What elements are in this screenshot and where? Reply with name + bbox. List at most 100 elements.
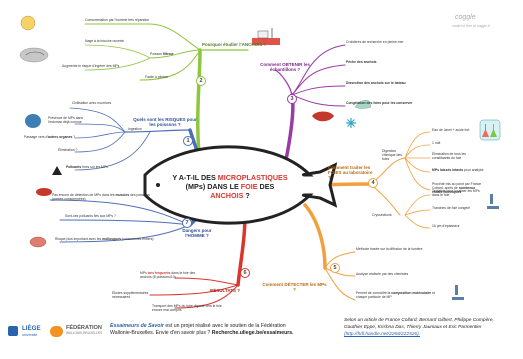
branch-3-leaf: Congélation des foies pour les conserver xyxy=(346,101,413,105)
liege-logo-icon xyxy=(8,326,18,336)
snowflake-icon xyxy=(346,118,356,128)
branch-4-leaf-link xyxy=(404,131,431,159)
fwb-logo-subtext: WALLONIE-BRUXELLES xyxy=(66,331,103,335)
branch-4-leaf-link xyxy=(404,214,431,229)
branch-7-number: 7 xyxy=(182,218,192,228)
branch-1-leaf-link xyxy=(69,107,126,133)
branch-6-leaf: MPs très fréquents dans le foie des anch… xyxy=(140,271,196,279)
branch-4-leaf-link xyxy=(404,157,431,173)
stomach-icon xyxy=(25,114,41,128)
fishing-boat-icon xyxy=(252,28,280,45)
branch-2-leaf: Poisson filtreur xyxy=(150,52,174,56)
branch-7-leaf: Pas encore de détection de MPs dans les … xyxy=(52,193,150,201)
branch-7-leaf-link xyxy=(49,199,191,226)
branch-6-leaf-link xyxy=(174,277,239,286)
branch-3-leaf-link xyxy=(291,64,346,96)
branch-2-leaf-link xyxy=(149,49,201,59)
branch-2-leaf: Consommation par l'homme très répandue xyxy=(85,18,150,22)
branch-4-leaf: Élimination de tous les constituants du … xyxy=(432,152,466,160)
branch-6-leaf: Transport des MPs du tube digestif vers … xyxy=(152,304,222,312)
branch-4-leaf: 1 nuit xyxy=(432,141,441,145)
branch-3-leaf-link xyxy=(291,85,346,96)
branch-2-trunk xyxy=(196,48,202,167)
branch-1-number: 1 xyxy=(183,136,193,146)
branch-3-leaf: Croisières de recherche en pleine mer xyxy=(346,40,404,44)
branch-5-leaf-link xyxy=(324,267,356,301)
branch-6-leaf-link xyxy=(174,284,239,309)
branch-6-leaf: Études supplémentaires nécessaires xyxy=(112,291,149,299)
branch-5-leaf: Analyse réalisée par des chimistes xyxy=(356,272,409,276)
footer: LIÈGE université FÉDÉRATION WALLONIE-BRU… xyxy=(0,318,523,359)
branch-1-leaf: Passage vers d'autres organes ? xyxy=(24,135,76,139)
footer-project-link[interactable]: Recherche.uliege.be/essaimeurs. xyxy=(211,330,294,336)
branch-5-number: 5 xyxy=(330,263,340,273)
microscope-icon xyxy=(452,285,464,300)
branch-6-number: 6 xyxy=(240,268,250,278)
fwb-logo-icon xyxy=(50,326,63,337)
branch-4-number: 4 xyxy=(368,178,378,188)
branch-4-title: Comment traiter les FOIES au laboratoire… xyxy=(328,165,373,181)
branch-7-leaf: Risque plus important avec les mollusque… xyxy=(55,237,154,241)
liege-logo-text: LIÈGE xyxy=(22,325,41,332)
branch-1-leaf: Présence de MPs dans l'estomac déjà conn… xyxy=(48,116,84,124)
coggle-logo: coggle xyxy=(455,14,476,21)
branch-4-cryosections: Cryosections xyxy=(372,213,392,217)
oyster-icon xyxy=(29,236,47,248)
central-question: Y A-T-IL DES MICROPLASTIQUES (MPs) DANS … xyxy=(172,173,288,200)
branch-1-title: Quels sont les RISQUES pour les poissons… xyxy=(133,117,197,128)
branch-2-leaf: Augmente le risque d'ingérer des MPs xyxy=(62,64,120,68)
footer-citation-line-1: Selon un article de France Collard, Bern… xyxy=(344,318,494,323)
branch-3-number: 3 xyxy=(287,94,297,104)
branch-7-leaf: Sont-ces polluants liés aux MPs ? xyxy=(65,214,116,218)
branch-1-leaf: Élimination ? xyxy=(58,148,78,152)
branch-7-leaf-link xyxy=(59,224,191,243)
branch-5-leaf-link xyxy=(324,267,356,277)
fish-eye xyxy=(156,183,160,187)
branch-3-leaf: Dissection des anchois sur le bateau xyxy=(346,81,406,85)
branch-1-leaf-link xyxy=(74,123,126,133)
central-fish-outline xyxy=(143,145,338,225)
branch-2-leaf-link xyxy=(84,23,201,51)
footer-citation-link[interactable]: (http://hdl.handle.net/2268/222526). xyxy=(344,332,421,337)
branch-4-leaf: Tentative pour localiser les MPs dans le… xyxy=(432,189,480,197)
footer-project-line-2: Wallonie-Bruxelles. Envie d'en savoir pl… xyxy=(110,330,294,336)
branch-6-title: RÉSULTATS ? xyxy=(210,288,240,293)
anchovy-can-icon xyxy=(19,47,49,63)
branch-4-leaf: Tranches de foie congelé xyxy=(432,206,470,210)
branch-3-leaf: Pêche des anchois xyxy=(346,60,377,64)
microscope-icon xyxy=(487,194,499,209)
branch-6-leaf-link xyxy=(149,284,239,296)
fish-fillet-icon xyxy=(36,188,52,196)
footer-citation-line-2: Gauthier Eppe, Krishna Das, Thierry Jaun… xyxy=(344,325,482,330)
coggle-tagline: made for free at coggle.it xyxy=(452,24,490,28)
branch-2-title: Pourquoi étudier l'ANCHOIS ? xyxy=(202,42,267,47)
branch-2-leaf-link xyxy=(139,49,201,81)
branch-2-number: 2 xyxy=(196,76,206,86)
branch-3-leaf-link xyxy=(291,94,346,107)
liver-icon xyxy=(312,111,334,122)
branch-1-leaf-link xyxy=(74,131,126,153)
branch-1-ingestion: Ingestion xyxy=(128,127,142,131)
branch-2-leaf-link xyxy=(84,57,151,71)
branch-5-trunk xyxy=(303,203,327,270)
branch-2-leaf-link xyxy=(84,44,151,59)
lab-flasks-icon xyxy=(479,119,501,141)
plate-cutlery-icon xyxy=(20,15,36,31)
warning-icon xyxy=(52,166,62,175)
branch-5-leaf: Méthode basée sur la diffusion de la lum… xyxy=(356,247,423,251)
branch-2-leaf: Nage à la bouche ouverte xyxy=(85,39,124,43)
branch-2-leaf: Facile à pêcher xyxy=(145,75,169,79)
branch-4-leaf-link xyxy=(404,157,431,191)
branch-3-title: Comment OBTENIR les échantillons ? xyxy=(260,62,310,73)
branch-4-leaf: Eau de Javel + acide fort xyxy=(432,128,470,132)
branch-7-title: Dangers pour l'HOMME ? xyxy=(182,228,212,239)
mind-map-branches xyxy=(19,15,501,309)
branch-5-leaf: Permet de connaître la composition moléc… xyxy=(356,291,435,299)
fwb-logo-text: FÉDÉRATION xyxy=(66,325,102,331)
branch-7-leaf-link xyxy=(59,219,191,226)
liege-logo-subtext: université xyxy=(22,333,38,337)
footer-project-line-1: Essaimeurs de Savoir est un projet réali… xyxy=(110,323,286,329)
branch-1-leaf: Civilisation avec nourrices xyxy=(72,101,112,105)
branch-4-digestion: Digestion chimique des foies xyxy=(382,149,402,161)
